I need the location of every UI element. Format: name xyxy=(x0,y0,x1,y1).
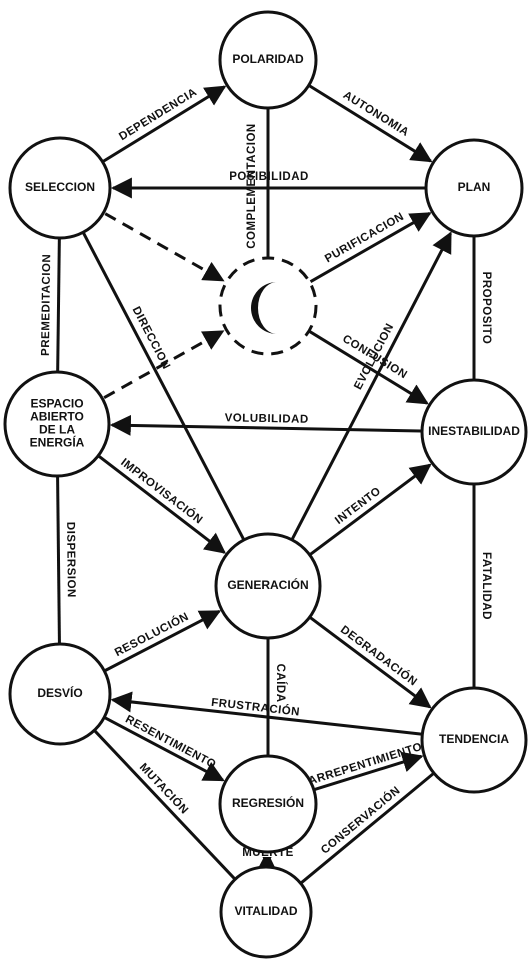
edge-label-autonomia: AUTONOMIA xyxy=(341,89,411,139)
edge-label-posibilidad: POSIBILIDAD xyxy=(229,171,309,183)
node-plan: PLAN xyxy=(424,138,524,238)
node-circle-espacio xyxy=(3,370,111,478)
node-generacion: GENERACIÓN xyxy=(214,532,322,640)
node-desvio: DESVÍO xyxy=(8,642,112,746)
edge-purificacion xyxy=(309,212,432,283)
dashed-seleccion-center xyxy=(104,212,225,282)
edge-resentimiento xyxy=(104,716,225,782)
edge-label-conservacion: CONSERVACIÓN xyxy=(318,784,402,857)
node-circle-tendencia xyxy=(420,686,528,794)
node-label-espacio: ESPACIO xyxy=(30,397,83,411)
edge-label-resolucion: RESOLUCIÓN xyxy=(112,610,190,659)
node-circle-vitalidad xyxy=(219,865,313,959)
edge-conservacion xyxy=(300,772,435,884)
edge-mutacion xyxy=(93,730,236,880)
edge-degradacion xyxy=(309,616,432,709)
node-circle-generacion xyxy=(214,532,322,640)
node-label-plan: PLAN xyxy=(458,180,491,194)
center-dashed-circle xyxy=(218,256,318,356)
center-dashed-ring xyxy=(218,256,318,356)
node-label-polaridad: POLARIDAD xyxy=(232,52,304,66)
edge-autonomia xyxy=(308,84,433,163)
node-seleccion: SELECCION xyxy=(8,136,112,240)
node-circle-seleccion xyxy=(8,136,112,240)
node-label-desvio: DESVÍO xyxy=(37,685,82,700)
edge-label-proposito: PROPOSITO xyxy=(480,272,492,345)
node-label-seleccion: SELECCION xyxy=(25,180,95,194)
edge-confusion xyxy=(309,330,429,405)
node-circle-polaridad xyxy=(218,10,318,110)
node-label-vitalidad: VITALIDAD xyxy=(234,904,297,918)
edge-label-degradacion: DEGRADACIÓN xyxy=(338,623,420,689)
node-label-inestabilidad: INESTABILIDAD xyxy=(428,424,520,438)
node-label-espacio: ABIERTO xyxy=(30,410,84,424)
node-polaridad: POLARIDAD xyxy=(218,10,318,110)
edge-evolucion xyxy=(291,231,452,540)
edge-label-volubilidad: VOLUBILIDAD xyxy=(225,412,309,426)
node-label-espacio: DE LA xyxy=(39,423,75,437)
node-label-regresion: REGRESIÓN xyxy=(232,795,304,810)
node-label-generacion: GENERACIÓN xyxy=(227,577,308,592)
node-label-espacio: ENERGÍA xyxy=(30,435,85,450)
node-circle-desvio xyxy=(8,642,112,746)
node-circle-plan xyxy=(424,138,524,238)
edge-label-improvisacion: IMPROVISACIÓN xyxy=(118,456,205,527)
edge-improvisacion xyxy=(98,455,227,554)
edge-label-premeditacion: PREMEDITACION xyxy=(40,254,53,356)
crescent-moon-icon xyxy=(251,282,277,334)
edge-resolucion xyxy=(104,610,222,672)
edge-dispersion xyxy=(56,476,61,644)
edge-label-dispersion: DISPERSION xyxy=(64,522,77,598)
edge-label-purificacion: PURIFICACION xyxy=(323,211,406,266)
edge-arrepentimiento xyxy=(314,751,424,791)
edge-frustracion xyxy=(110,691,422,736)
edge-premeditacion xyxy=(56,238,61,372)
node-circle-inestabilidad xyxy=(420,378,528,486)
edge-direccion xyxy=(82,232,245,540)
edge-label-mutacion: MUTACIÓN xyxy=(137,761,191,817)
edge-label-complementacion: COMPLEMENTACION xyxy=(246,123,258,248)
edge-label-resentimiento: RESENTIMIENTO xyxy=(123,713,218,771)
edge-label-fatalidad: FATALIDAD xyxy=(480,552,492,620)
edge-label-caida: CAÍDA xyxy=(274,664,287,703)
node-inestabilidad: INESTABILIDAD xyxy=(420,378,528,486)
node-vitalidad: VITALIDAD xyxy=(219,865,313,959)
node-label-tendencia: TENDENCIA xyxy=(439,732,509,746)
edge-label-dependencia: DEPENDENCIA xyxy=(117,86,199,143)
node-circle-regresion xyxy=(218,754,318,854)
node-regresion: REGRESIÓN xyxy=(218,754,318,854)
edge-label-arrepentimiento: ARREPENTIMIENTO xyxy=(307,741,424,788)
dashed-espacio-center xyxy=(103,330,225,399)
edge-volubilidad xyxy=(109,414,422,436)
edge-intento xyxy=(309,463,432,556)
edge-dependencia xyxy=(102,85,227,163)
node-tendencia: TENDENCIA xyxy=(420,686,528,794)
